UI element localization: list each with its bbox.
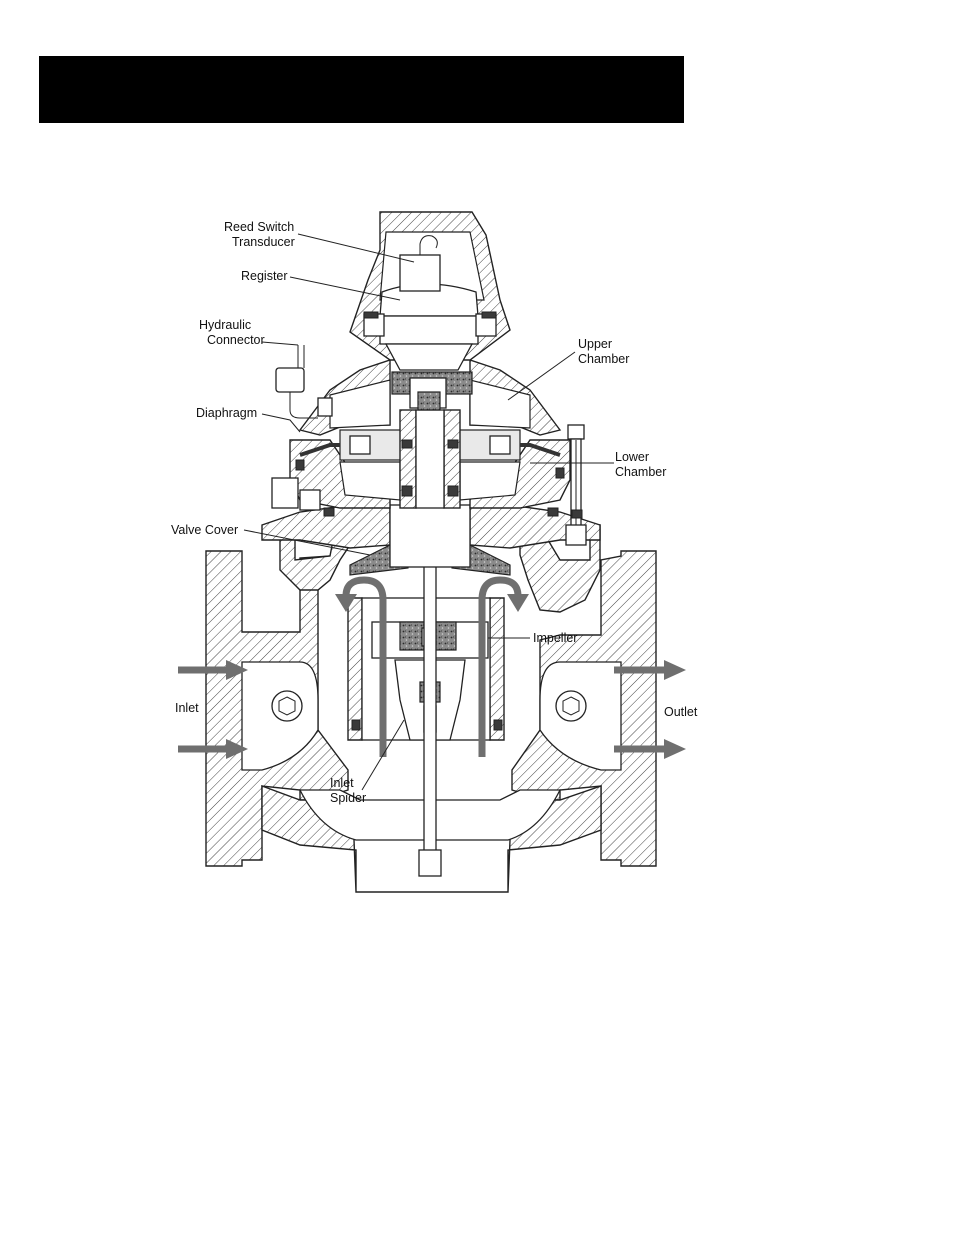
label-register: Register (241, 269, 288, 283)
label-hydraulic-line1: Hydraulic (199, 318, 251, 332)
label-outlet: Outlet (664, 705, 698, 719)
label-inlet: Inlet (175, 701, 199, 715)
label-valve-cover: Valve Cover (171, 523, 238, 537)
label-diaphragm: Diaphragm (196, 406, 257, 420)
label-hydraulic-line2: Connector (207, 333, 265, 347)
label-lower-chamber-line2: Chamber (615, 465, 666, 479)
label-reed-switch-line1: Reed Switch (224, 220, 294, 234)
label-inlet-spider-line2: Spider (330, 791, 366, 805)
label-inlet-spider-line1: Inlet (330, 776, 354, 790)
label-reed-switch-line2: Transducer (232, 235, 295, 249)
hydraulic-connector-nut (276, 368, 304, 392)
label-upper-chamber-line2: Chamber (578, 352, 629, 366)
label-upper-chamber-line1: Upper (578, 337, 612, 351)
label-lower-chamber-line1: Lower (615, 450, 649, 464)
label-impeller: Impeller (533, 631, 577, 645)
